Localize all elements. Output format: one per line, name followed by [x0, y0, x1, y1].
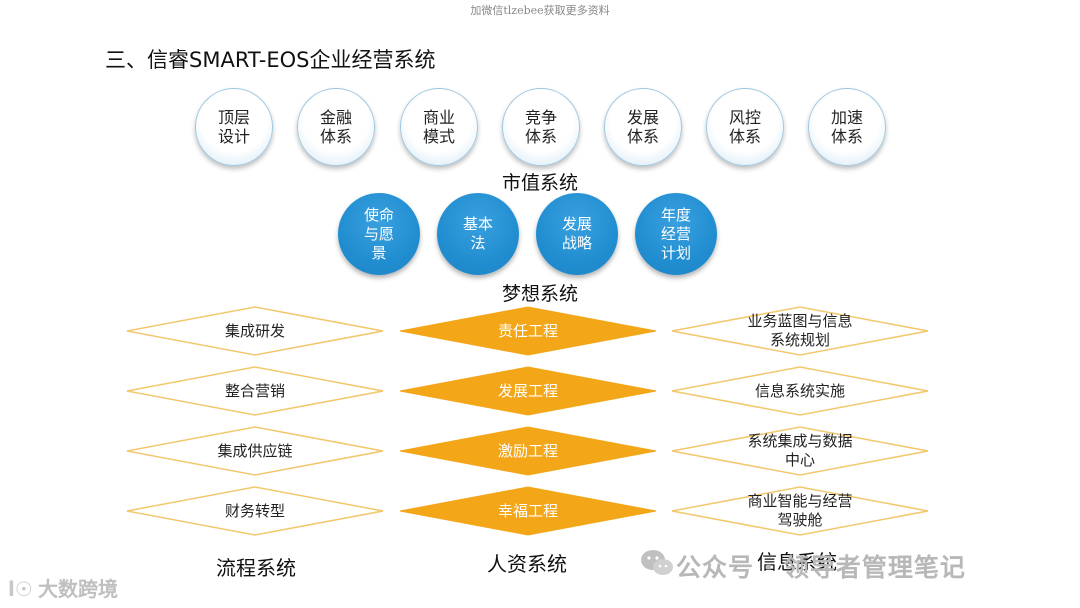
diamond-development-project: 发展工程 — [398, 365, 658, 417]
diamond-label-line2: 中心 — [784, 451, 815, 469]
circle-line1: 基本 — [462, 215, 493, 233]
diamond-shape — [399, 306, 657, 356]
circle-business-model: 商业模式 — [400, 88, 478, 166]
diamond-shape — [126, 426, 384, 476]
diamond-shape — [399, 486, 657, 536]
diamond-shape — [671, 306, 929, 356]
diamond-label: 业务蓝图与信息 — [747, 312, 853, 330]
circle-development-system: 发展体系 — [604, 88, 682, 166]
circle-basic-law: 基本法 — [437, 193, 519, 275]
circle-risk-control-system: 风控体系 — [706, 88, 784, 166]
diamond-label: 发展工程 — [497, 381, 558, 400]
circle-line2: 与愿 — [363, 224, 394, 243]
circle-competition-system: 竞争体系 — [502, 88, 580, 166]
diamond-shape — [126, 366, 384, 416]
diamond-shape — [399, 366, 657, 416]
circle-acceleration-system: 加速体系 — [808, 88, 886, 166]
circle-line1: 使命 — [363, 205, 394, 224]
wechat-icon — [640, 548, 674, 578]
circle-line1: 发展 — [626, 108, 659, 127]
circle-line1: 竞争 — [524, 108, 557, 127]
diamond-label: 商业智能与经营 — [747, 492, 853, 510]
watermark-left: l☉大数跨境 — [8, 573, 118, 602]
circle-line2: 体系 — [830, 127, 863, 146]
diamond-label-line2: 系统规划 — [769, 331, 830, 349]
info-system-label: 信息系统 — [757, 550, 837, 574]
diamond-integrated-supply-chain: 集成供应链 — [125, 425, 385, 477]
circle-line1: 加速 — [830, 108, 863, 127]
watermark-logo-icon: l☉ — [8, 577, 33, 601]
diamond-shape — [126, 306, 384, 356]
diamond-label: 集成研发 — [224, 321, 285, 340]
diamond-shape — [671, 366, 929, 416]
diamond-shape — [671, 486, 929, 536]
circle-annual-business-plan: 年度经营计划 — [635, 193, 717, 275]
circle-line1: 年度 — [660, 205, 691, 224]
page-title: 三、信睿SMART-EOS企业经营系统 — [105, 48, 436, 72]
diamond-shape — [399, 426, 657, 476]
circle-line2: 体系 — [626, 127, 659, 146]
process-system-label: 流程系统 — [216, 556, 296, 580]
circle-line1: 顶层 — [217, 108, 250, 127]
diamond-shape — [126, 486, 384, 536]
diamond-business-intelligence: 商业智能与经营驾驶舱 — [670, 485, 930, 537]
diamond-label-line2: 驾驶舱 — [777, 511, 823, 529]
diamond-finance-transformation: 财务转型 — [125, 485, 385, 537]
circle-line1: 发展 — [561, 215, 592, 233]
diamond-label: 整合营销 — [224, 381, 285, 400]
diamond-system-integration: 系统集成与数据中心 — [670, 425, 930, 477]
circle-mission-vision: 使命与愿景 — [338, 193, 420, 275]
circle-line2: 体系 — [728, 127, 761, 146]
diamond-label: 幸福工程 — [497, 501, 558, 520]
circle-top-level-design: 顶层设计 — [195, 88, 273, 166]
watermark-left-text: 大数跨境 — [38, 577, 118, 601]
circle-development-strategy: 发展战略 — [536, 193, 618, 275]
circle-line2: 模式 — [422, 127, 455, 146]
diamond-incentive-project: 激励工程 — [398, 425, 658, 477]
diamond-integrated-rd: 集成研发 — [125, 305, 385, 357]
circle-line2: 体系 — [319, 127, 352, 146]
diamond-label: 信息系统实施 — [754, 381, 845, 400]
circle-line3: 景 — [371, 243, 387, 262]
dream-system-label: 梦想系统 — [501, 283, 578, 305]
circle-line3: 计划 — [660, 243, 691, 262]
diamond-shape — [671, 426, 929, 476]
circle-line2: 设计 — [217, 127, 250, 146]
diamond-info-system-implementation: 信息系统实施 — [670, 365, 930, 417]
circle-line2: 经营 — [660, 224, 691, 243]
circle-line1: 商业 — [422, 108, 455, 127]
diamond-responsibility-project: 责任工程 — [398, 305, 658, 357]
circle-line2: 体系 — [524, 127, 557, 146]
diamond-happiness-project: 幸福工程 — [398, 485, 658, 537]
watermark-right: 公众号 · 领导者管理笔记 — [676, 553, 966, 582]
hr-system-label: 人资系统 — [487, 552, 567, 576]
diamond-business-blueprint: 业务蓝图与信息系统规划 — [670, 305, 930, 357]
market-value-system-label: 市值系统 — [501, 172, 578, 194]
diamond-label: 财务转型 — [224, 501, 285, 520]
diamond-label: 系统集成与数据 — [747, 432, 853, 450]
circle-line1: 金融 — [319, 108, 352, 127]
diamond-integrated-marketing: 整合营销 — [125, 365, 385, 417]
top-watermark: 加微信tlzebee获取更多资料 — [470, 4, 610, 17]
diamond-label: 集成供应链 — [217, 441, 293, 460]
circle-finance-system: 金融体系 — [297, 88, 375, 166]
circle-line2: 战略 — [561, 234, 592, 252]
circle-line2: 法 — [470, 234, 486, 252]
diamond-label: 激励工程 — [497, 441, 558, 460]
circle-line1: 风控 — [728, 108, 761, 127]
diamond-label: 责任工程 — [497, 321, 558, 340]
